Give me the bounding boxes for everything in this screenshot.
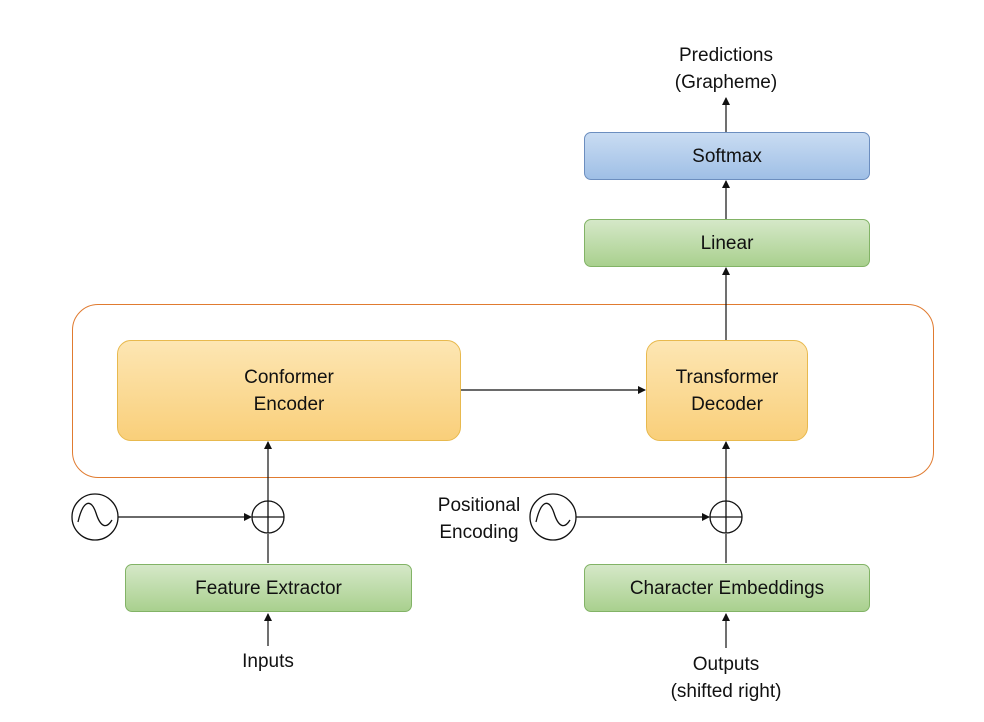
predictions-label: Predictions (Grapheme) [674, 45, 778, 93]
add-node-left [251, 500, 285, 534]
add-node-right [709, 500, 743, 534]
conformer-encoder-block: Conformer Encoder [117, 340, 461, 441]
softmax-block: Softmax [584, 132, 870, 180]
linear-block: Linear [584, 219, 870, 267]
outputs-shifted-label: Outputs (shifted right) [670, 654, 782, 702]
sine-wave-icon [529, 493, 577, 541]
sine-wave-icon [71, 493, 119, 541]
feature-extractor-block: Feature Extractor [125, 564, 412, 612]
positional-encoding-label: Positional Encoding [437, 495, 521, 543]
transformer-decoder-block: Transformer Decoder [646, 340, 808, 441]
character-embeddings-block: Character Embeddings [584, 564, 870, 612]
model-frame [72, 304, 934, 478]
inputs-label: Inputs [242, 651, 294, 672]
